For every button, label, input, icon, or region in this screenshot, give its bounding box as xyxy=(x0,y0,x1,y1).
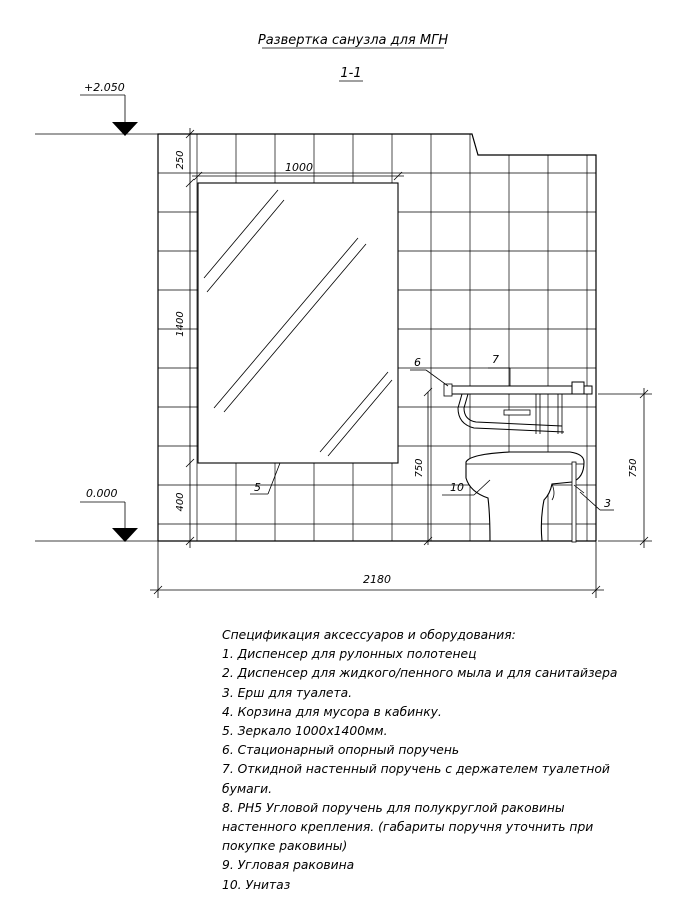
level-mark-top: +2.050 xyxy=(35,81,158,136)
level-top-text: +2.050 xyxy=(84,81,125,94)
paper-holder-icon xyxy=(503,409,531,416)
spec-heading: Спецификация аксессуаров и оборудования: xyxy=(222,628,516,642)
callout-10: 10 xyxy=(442,479,491,496)
level-bottom-text: 0.000 xyxy=(86,487,118,500)
grab-bars xyxy=(443,381,593,434)
dim-text-right-height: 750 xyxy=(628,458,639,477)
drawing-title: Развертка санузла для МГН xyxy=(258,33,448,48)
dim-text-total-width: 2180 xyxy=(363,573,391,586)
mirror xyxy=(197,182,399,464)
callout-3-number: 3 xyxy=(604,497,611,510)
dimension-total-width: 2180 xyxy=(150,541,604,598)
spec-line: 8. PH5 Угловой поручень для полукруглой … xyxy=(222,800,565,815)
callout-6: 6 xyxy=(410,356,449,387)
spec-line: 3. Ерш для туалета. xyxy=(222,685,353,700)
level-triangle-icon xyxy=(112,122,138,136)
dimension-right-height: 750 xyxy=(598,388,652,548)
dim-text-top-band: 250 xyxy=(175,150,186,169)
callout-7: 7 xyxy=(488,353,511,386)
dim-text-left-sink-height: 750 xyxy=(414,458,425,477)
spec-line: 7. Откидной настенный поручень с держате… xyxy=(222,762,610,777)
toilet xyxy=(465,451,585,543)
dim-text-mirror-width: 1000 xyxy=(285,161,313,174)
spec-line: 10. Унитаз xyxy=(222,877,291,892)
spec-line: 4. Корзина для мусора в кабинку. xyxy=(222,704,442,719)
spec-line: 1. Диспенсер для рулонных полотенец xyxy=(222,647,477,662)
spec-line: бумаги. xyxy=(222,781,273,796)
dim-text-bottom-band: 400 xyxy=(175,492,186,511)
spec-line: 6. Стационарный опорный поручень xyxy=(222,743,460,758)
callout-7-number: 7 xyxy=(492,353,499,366)
spec-line: 9. Угловая раковина xyxy=(222,858,355,873)
section-label: 1-1 xyxy=(340,66,361,81)
callout-6-number: 6 xyxy=(414,356,421,369)
dimension-mirror-width: 1000 xyxy=(192,161,404,181)
level-triangle-icon xyxy=(112,528,138,542)
dim-text-mirror-height: 1400 xyxy=(175,311,186,336)
level-mark-bottom: 0.000 xyxy=(35,487,158,542)
callout-3: 3 xyxy=(579,491,614,511)
specification-list: Спецификация аксессуаров и оборудования:… xyxy=(222,626,692,895)
dimension-left-chain: 250 1400 400 xyxy=(175,128,195,548)
dimension-sink-height: 750 xyxy=(414,387,433,546)
spec-line: покупке раковины) xyxy=(222,839,348,854)
spec-line: настенного крепления. (габариты поручня … xyxy=(222,820,594,835)
callout-10-number: 10 xyxy=(450,481,464,494)
spec-line: 2. Диспенсер для жидкого/пенного мыла и … xyxy=(222,666,618,681)
callout-5: 5 xyxy=(250,462,281,495)
callout-5-number: 5 xyxy=(254,481,261,494)
spec-line: 5. Зеркало 1000х1400мм. xyxy=(222,724,388,739)
toilet-brush-icon xyxy=(571,461,577,543)
